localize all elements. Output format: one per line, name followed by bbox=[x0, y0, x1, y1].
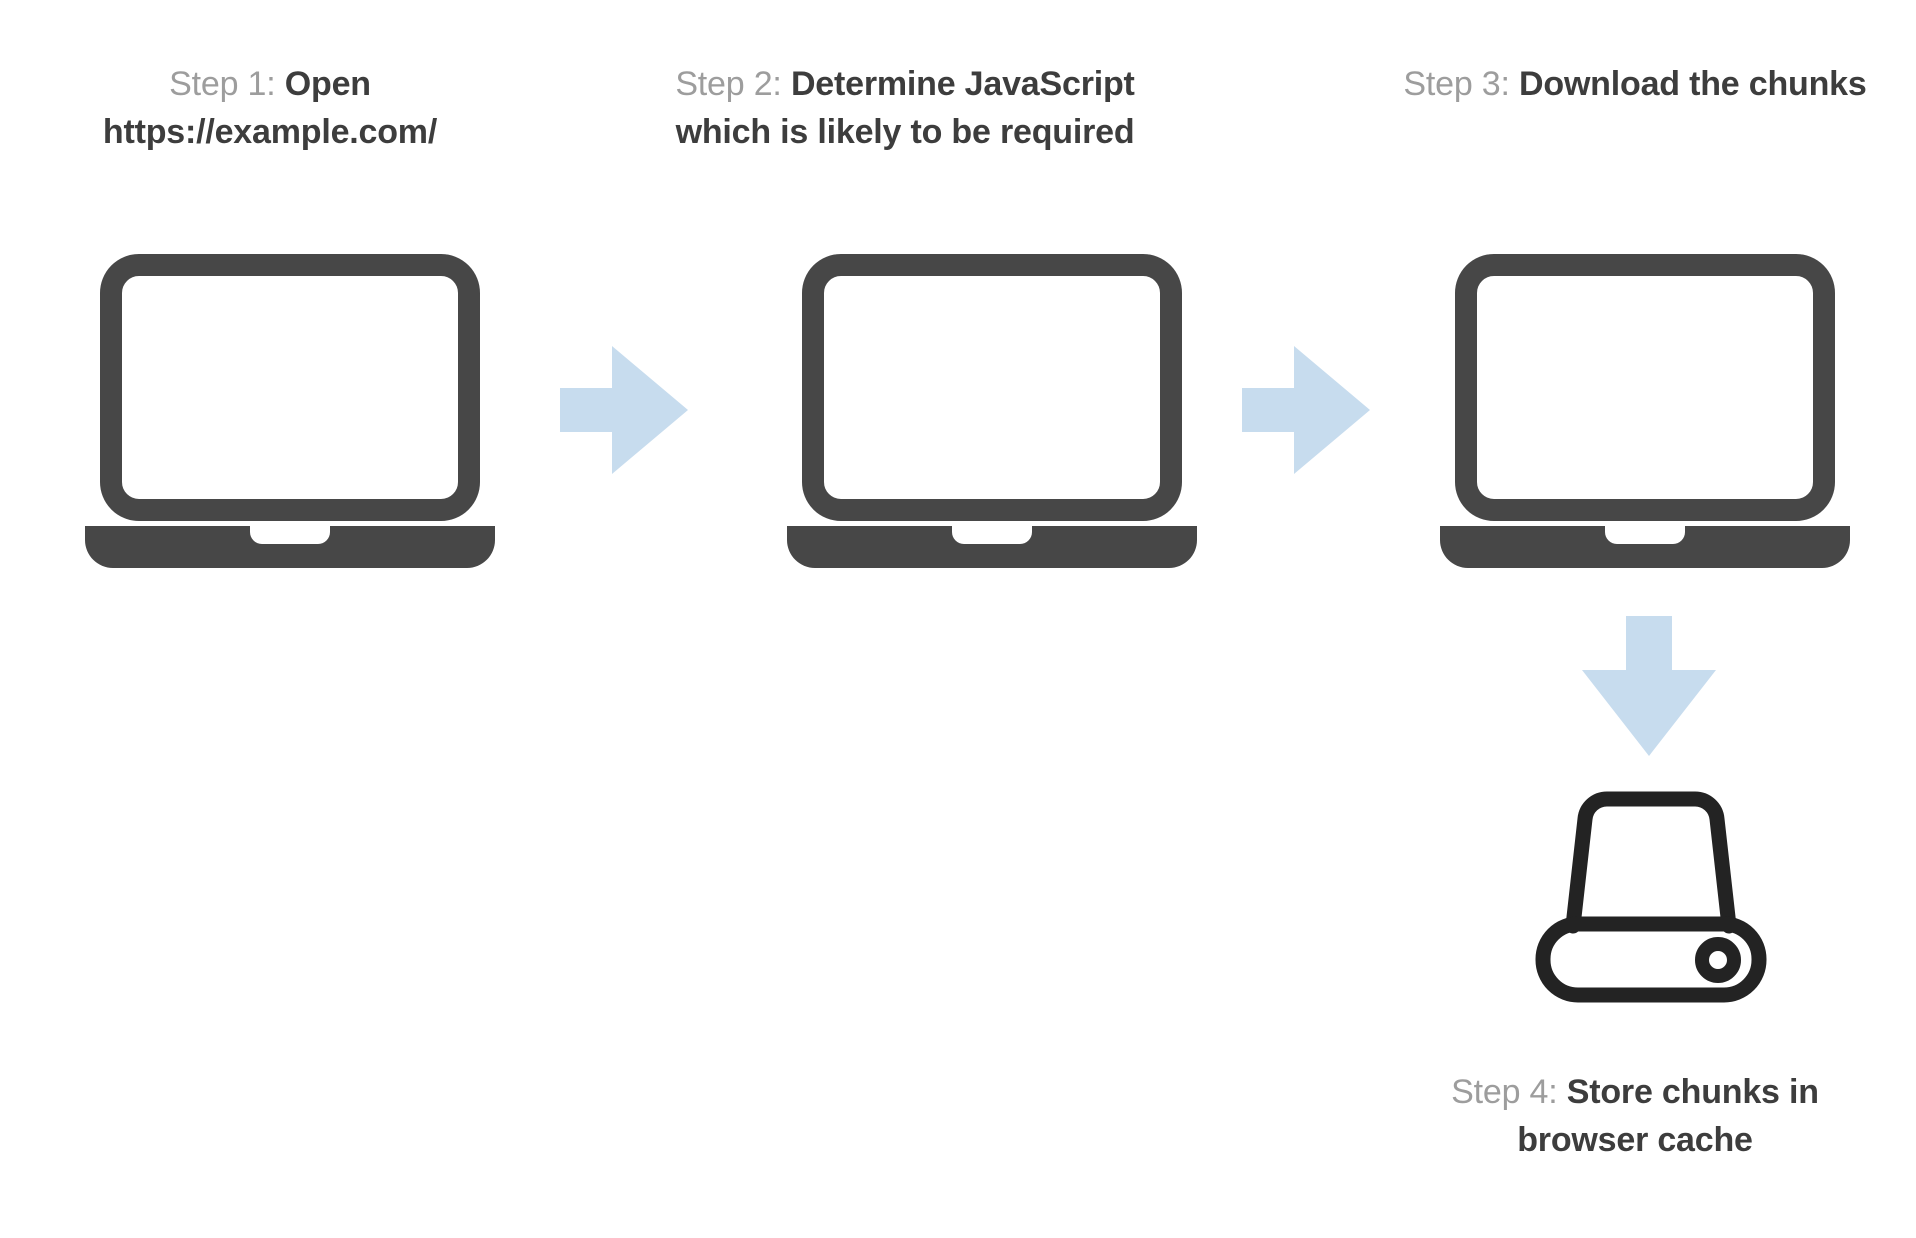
step-1-prefix: Step 1: bbox=[169, 65, 276, 103]
step-2-prefix: Step 2: bbox=[675, 65, 782, 103]
step-4-text: Store chunks in browser cache bbox=[1517, 1073, 1819, 1160]
step-3-prefix: Step 3: bbox=[1403, 65, 1510, 103]
arrow-down-icon bbox=[1578, 612, 1720, 760]
step-1-caption: Step 1: Open https://example.com/ bbox=[20, 60, 520, 157]
arrow-right-icon bbox=[556, 342, 692, 478]
step-1-text: Open https://example.com/ bbox=[102, 65, 438, 152]
step-4-caption: Step 4: Store chunks in browser cache bbox=[1400, 1068, 1870, 1165]
laptop-icon bbox=[772, 250, 1212, 568]
step-2-text: Determine JavaScript which is likely to … bbox=[675, 65, 1135, 152]
hard-drive-icon bbox=[1532, 788, 1770, 1006]
step-2-caption: Step 2: Determine JavaScript which is li… bbox=[640, 60, 1170, 157]
arrow-right-icon bbox=[1238, 342, 1374, 478]
step-4-prefix: Step 4: bbox=[1451, 1073, 1558, 1111]
step-3-text: Download the chunks bbox=[1519, 65, 1867, 103]
laptop-icon bbox=[70, 250, 510, 568]
laptop-icon bbox=[1425, 250, 1865, 568]
step-3-caption: Step 3: Download the chunks bbox=[1400, 60, 1870, 108]
